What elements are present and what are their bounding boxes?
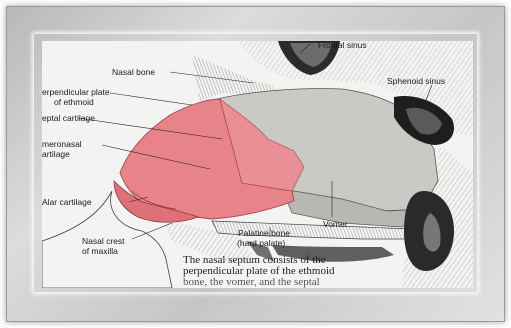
nasal-septum-diagram: Frontal sinus Nasal bone erpendicular pl… xyxy=(42,41,473,288)
label-perpendicular-plate-line2: of ethmoid xyxy=(54,98,94,107)
label-septal-cartilage: eptal cartilage xyxy=(42,114,95,123)
label-nasal-crest-line1: Nasal crest xyxy=(82,237,125,246)
label-alar-cartilage: Alar cartilage xyxy=(42,198,92,207)
label-perpendicular-plate-line1: erpendicular plate xyxy=(42,88,110,97)
label-palatine-line1: Palatine bone xyxy=(238,229,290,238)
label-frontal-sinus: Frontal sinus xyxy=(318,41,367,50)
label-nasal-bone: Nasal bone xyxy=(112,68,155,77)
label-sphenoid-sinus: Sphenoid sinus xyxy=(387,77,445,86)
label-palatine-line2: (hard palate) xyxy=(237,239,285,248)
label-nasal-crest-line2: of maxilla xyxy=(82,247,118,256)
caption-text: The nasal septum consists of the perpend… xyxy=(183,255,469,288)
label-vomeronasal-line2: artilage xyxy=(42,150,70,159)
label-vomeronasal-line1: meronasal xyxy=(42,140,82,149)
label-vomer: Vomer xyxy=(323,220,348,229)
